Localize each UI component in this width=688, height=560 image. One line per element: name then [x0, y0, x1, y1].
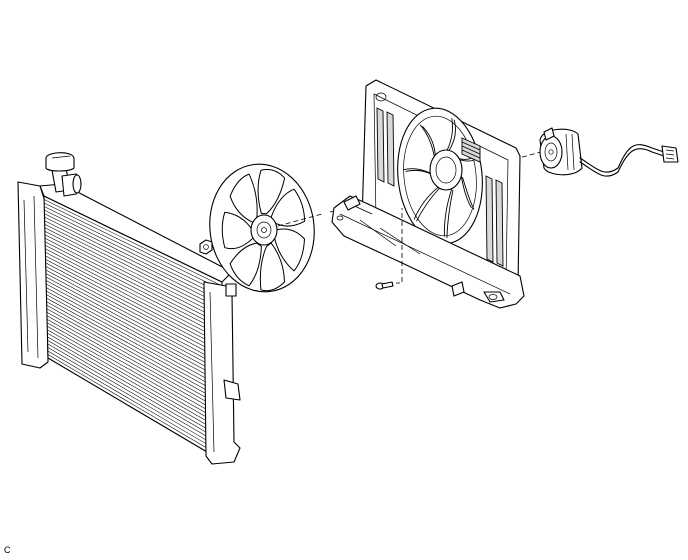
motor-wire-harness [579, 144, 665, 173]
radiator-fin-line [46, 297, 224, 396]
radiator-fin-line [44, 213, 223, 302]
radiator-fin-line [46, 315, 224, 416]
radiator-fin-line [45, 259, 223, 353]
figure-corner-code: C [4, 545, 11, 555]
radiator-fin-line [47, 340, 224, 443]
radiator-fin-line [44, 209, 223, 298]
shroud-spoke [446, 118, 453, 151]
radiator-fin-line [45, 255, 223, 349]
radiator-fin-line [45, 276, 224, 373]
shroud-spoke [462, 176, 475, 210]
radiator-fin-line [46, 283, 224, 381]
shroud-slot-right-1 [485, 175, 494, 263]
shroud-spoke [460, 175, 472, 209]
fan-blade [259, 242, 285, 292]
radiator-fin-line [44, 238, 223, 330]
shroud-clip-bottom [451, 281, 465, 297]
radiator-mount-pin [225, 283, 237, 297]
shroud-slot-left-1 [376, 107, 385, 183]
radiator-fin-line [44, 241, 223, 334]
radiator-cap [45, 152, 75, 172]
motor-connector [661, 145, 679, 163]
radiator-fin-line [47, 343, 224, 447]
radiator-fin-line [46, 294, 224, 392]
fan-nut [199, 239, 213, 255]
radiator-fins [43, 199, 225, 459]
radiator-fin-line [46, 301, 224, 400]
radiator-left-tank [17, 181, 49, 369]
radiator-fin-line [45, 248, 223, 341]
shroud-spoke [448, 119, 456, 152]
radiator-fin-line [46, 287, 224, 384]
radiator-fin-line [44, 234, 223, 326]
radiator-fin-line [45, 245, 223, 338]
radiator-fin-line [46, 308, 224, 408]
motor-face [539, 135, 563, 169]
radiator-fin-line [44, 223, 223, 314]
shroud-spoke [446, 189, 454, 239]
radiator-fin-line [46, 304, 224, 404]
shroud-spoke [405, 169, 432, 175]
motor-mount-tab [543, 127, 555, 141]
radiator-fin-line [47, 329, 224, 431]
fan-hub [250, 214, 278, 246]
shroud-screw [375, 281, 394, 290]
radiator-fin-line [46, 322, 224, 424]
fan-blade [229, 242, 262, 287]
fan-shroud [331, 79, 525, 309]
radiator [17, 152, 241, 465]
fan-blade [229, 173, 258, 224]
radiator-fin-line [44, 206, 223, 294]
shroud-foot-right [483, 291, 505, 303]
radiator-fin-line [45, 252, 223, 345]
fan-blade [257, 169, 286, 215]
radiator-fin-line [47, 350, 225, 455]
fan-blades [221, 169, 306, 292]
shroud-spoke [413, 186, 439, 220]
radiator-fin-line [47, 354, 225, 459]
radiator-fin-line [44, 220, 223, 310]
radiator-fin-line [45, 266, 224, 361]
fan-blade [221, 211, 255, 250]
shroud-clip-left [343, 195, 361, 211]
radiator-fin-line [46, 290, 224, 388]
radiator-fin-line [44, 230, 223, 322]
fan-blade [270, 188, 306, 227]
radiator-fin-line [45, 269, 224, 365]
radiator-right-tank [203, 281, 241, 465]
fan-blade [273, 228, 305, 272]
radiator-fin-line [45, 262, 223, 357]
radiator-fin-line [43, 199, 223, 287]
radiator-fin-line [44, 216, 223, 306]
radiator-fin-line [47, 347, 225, 451]
radiator-fin-line [47, 326, 224, 428]
radiator-fin-line [44, 202, 223, 291]
shroud-spoke [443, 188, 453, 237]
radiator-fin-line [47, 333, 224, 435]
radiator-side-bracket [223, 379, 241, 401]
shroud-spoke [403, 168, 431, 174]
fan-motor [539, 127, 679, 177]
shroud-motor-mount [429, 149, 463, 191]
radiator-fin-line [45, 280, 224, 377]
radiator-fin-line [47, 336, 224, 439]
shroud-bottom-tray [331, 195, 525, 309]
radiator-fin-line [46, 311, 224, 412]
cooling-fan [209, 163, 315, 293]
shroud-spoke [416, 188, 440, 222]
radiator-fin-line [46, 319, 224, 420]
radiator-fin-line [44, 227, 223, 318]
radiator-fin-line [45, 273, 224, 369]
shroud-spoke [419, 124, 435, 157]
